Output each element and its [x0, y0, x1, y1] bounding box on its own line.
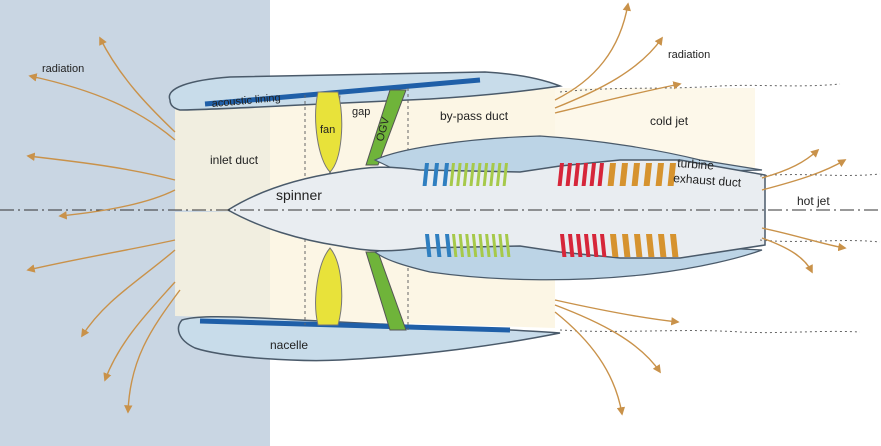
lower-blade-21 [646, 234, 655, 257]
label-cold-jet: cold jet [650, 114, 689, 128]
lower-nacelle [177, 315, 561, 362]
arrow-cold-down-3 [554, 311, 626, 416]
upper-blade-17 [597, 163, 605, 186]
lower-blade-20 [634, 234, 643, 257]
arrow-hot-down-1 [761, 227, 847, 252]
arrow-cold-down-2 [554, 304, 661, 374]
upper-blade-21 [643, 163, 653, 186]
arrow-hot-up-1 [761, 148, 820, 179]
arrow-inlet-6 [81, 249, 176, 338]
lower-blade-17 [600, 234, 607, 257]
wake-hot-lower [759, 239, 881, 243]
upper-blade-13 [565, 163, 573, 186]
lower-blade-19 [622, 234, 631, 257]
lower-blade-2 [445, 234, 452, 257]
label-spinner: spinner [276, 187, 322, 203]
arrow-cold-up-1 [554, 2, 631, 101]
upper-blade-15 [581, 163, 589, 186]
lower-blade-16 [592, 234, 599, 257]
upper-blade-7 [476, 163, 482, 186]
lower-blade-1 [435, 234, 442, 257]
fan-upper [315, 91, 343, 173]
spinner-core [226, 159, 766, 259]
arrow-cold-down-1 [554, 299, 680, 326]
upper-blade-0 [422, 163, 429, 186]
lower-blade-3 [452, 234, 458, 257]
upper-blade-10 [495, 163, 502, 186]
upper-blade-12 [557, 163, 565, 186]
upper-blade-5 [462, 163, 469, 186]
upper-blade-14 [573, 163, 581, 186]
lower-blade-7 [478, 234, 484, 257]
lower-blade-12 [560, 234, 567, 257]
lower-blade-0 [425, 234, 432, 257]
arrow-hot-down-2 [761, 237, 813, 274]
acoustic-lining-lower [199, 318, 511, 333]
upper-blade-19 [619, 163, 629, 186]
lower-blade-10 [498, 234, 504, 257]
arrow-inlet-5 [26, 239, 176, 273]
arrow-hot-up-2 [761, 159, 847, 191]
upper-blade-4 [456, 163, 462, 186]
lower-blade-14 [576, 234, 583, 257]
upper-blade-20 [631, 163, 641, 186]
label-gap: gap [352, 106, 370, 118]
upper-blade-16 [589, 163, 597, 186]
arrow-inlet-3 [26, 152, 176, 181]
arrow-cold-up-3 [554, 81, 682, 114]
lower-blade-13 [568, 234, 575, 257]
label-radiation-left: radiation [42, 63, 84, 75]
label-radiation-right: radiation [668, 49, 710, 61]
upper-blade-18 [607, 163, 617, 186]
label-acoustic-lining: acoustic lining [211, 92, 281, 110]
wake-hot-upper [759, 173, 881, 177]
ogv-upper [365, 89, 407, 166]
lower-blade-8 [485, 234, 491, 257]
upper-blade-3 [449, 163, 455, 186]
upper-blade-8 [482, 163, 489, 186]
label-turbine: turbine [677, 156, 715, 173]
upper-duct-tint [175, 88, 555, 212]
acoustic-lining-upper [204, 77, 481, 107]
arrow-inlet-2 [28, 73, 176, 141]
upper-blade-6 [469, 163, 475, 186]
label-nacelle: nacelle [270, 338, 308, 352]
upper-blade-23 [667, 163, 677, 186]
wake-upper [559, 83, 841, 93]
upper-blade-22 [655, 163, 665, 186]
upper-blade-2 [442, 163, 449, 186]
radiation-arrows [26, 2, 847, 416]
label-hot-jet: hot jet [797, 194, 830, 208]
fan-lower [315, 247, 343, 326]
upper-blade-rows [422, 163, 677, 186]
arrow-cold-up-2 [554, 36, 663, 109]
arrow-inlet-7 [103, 281, 176, 382]
lower-blade-9 [491, 234, 498, 257]
lower-blade-15 [584, 234, 591, 257]
lower-blade-11 [505, 234, 511, 257]
lower-blade-5 [465, 234, 471, 257]
label-inlet-duct: inlet duct [210, 153, 259, 167]
lower-blade-22 [658, 234, 667, 257]
lower-blade-6 [471, 234, 478, 257]
lower-blade-18 [610, 234, 619, 257]
ogv-lower [365, 251, 407, 331]
label-fan: fan [320, 124, 335, 136]
label-exhaust-duct: exhaust duct [673, 171, 743, 190]
upper-blade-9 [489, 163, 495, 186]
upper-blade-1 [432, 163, 439, 186]
label-bypass-duct: by-pass duct [440, 109, 509, 123]
arrow-inlet-1 [99, 36, 176, 133]
lower-duct-tint [175, 212, 555, 328]
upper-blade-11 [502, 163, 508, 186]
lower-blade-rows [425, 234, 679, 257]
lower-blade-4 [458, 234, 465, 257]
arrow-inlet-4 [58, 189, 176, 220]
arrow-inlet-8 [124, 289, 181, 414]
lower-blade-23 [670, 234, 679, 257]
